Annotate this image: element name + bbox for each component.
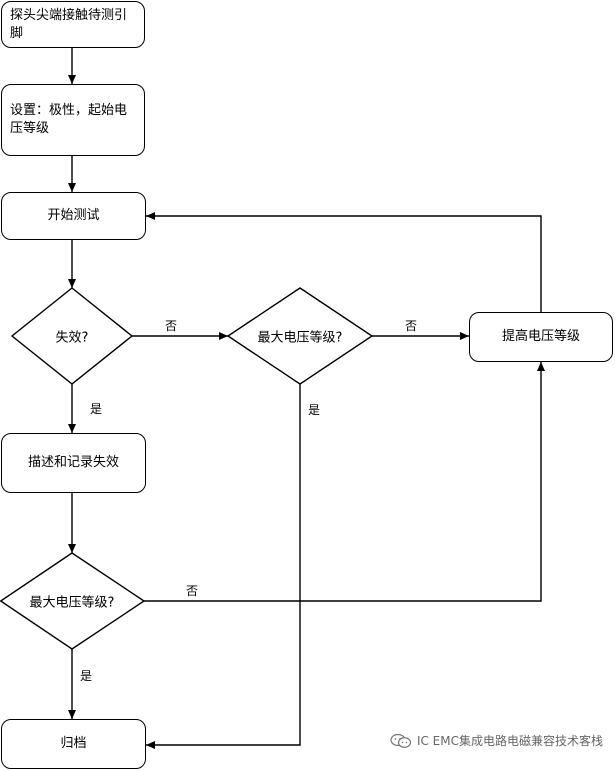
node-describe: 描述和记录失效 — [1, 433, 146, 493]
node-setup-label: 设置：极性，起始电压等级 — [10, 103, 128, 136]
node-probe: 探头尖端接触待测引脚 — [1, 1, 145, 48]
edge-fail-yes-label: 是 — [90, 402, 103, 416]
decision-maxv1-shape — [226, 287, 374, 385]
edge-maxv1-archive — [146, 384, 301, 749]
edge-maxv2-yes-label: 是 — [80, 669, 93, 683]
wechat-icon — [390, 733, 412, 748]
node-archive: 归档 — [1, 719, 146, 769]
edge-maxv2-raise — [144, 362, 545, 602]
edge-maxv1-no-label: 否 — [405, 319, 418, 333]
edge-maxv2-no-label: 否 — [186, 584, 199, 598]
node-raise: 提高电压等级 — [469, 312, 613, 362]
node-describe-label: 描述和记录失效 — [27, 455, 119, 470]
edge-fail-no-label: 否 — [165, 319, 178, 333]
node-probe-label: 探头尖端接触待测引脚 — [10, 7, 128, 41]
edge-raise-start — [146, 212, 542, 312]
decision-maxv1-label: 最大电压等级? — [257, 330, 343, 346]
edge-maxv1-yes-label: 是 — [308, 403, 321, 417]
decision-fail-shape — [10, 287, 134, 385]
decision-maxv2-label: 最大电压等级? — [29, 595, 115, 611]
node-setup: 设置：极性，起始电压等级 — [1, 84, 145, 156]
decision-maxv2-shape — [0, 552, 146, 650]
node-raise-label: 提高电压等级 — [501, 329, 580, 344]
node-archive-label: 归档 — [60, 736, 87, 751]
watermark-text: IC EMC集成电路电磁兼容技术客栈 — [416, 734, 603, 748]
watermark: IC EMC集成电路电磁兼容技术客栈 — [390, 732, 603, 749]
decision-fail-label: 失效? — [55, 330, 89, 346]
node-start: 开始测试 — [1, 192, 146, 240]
node-start-label: 开始测试 — [47, 208, 100, 223]
